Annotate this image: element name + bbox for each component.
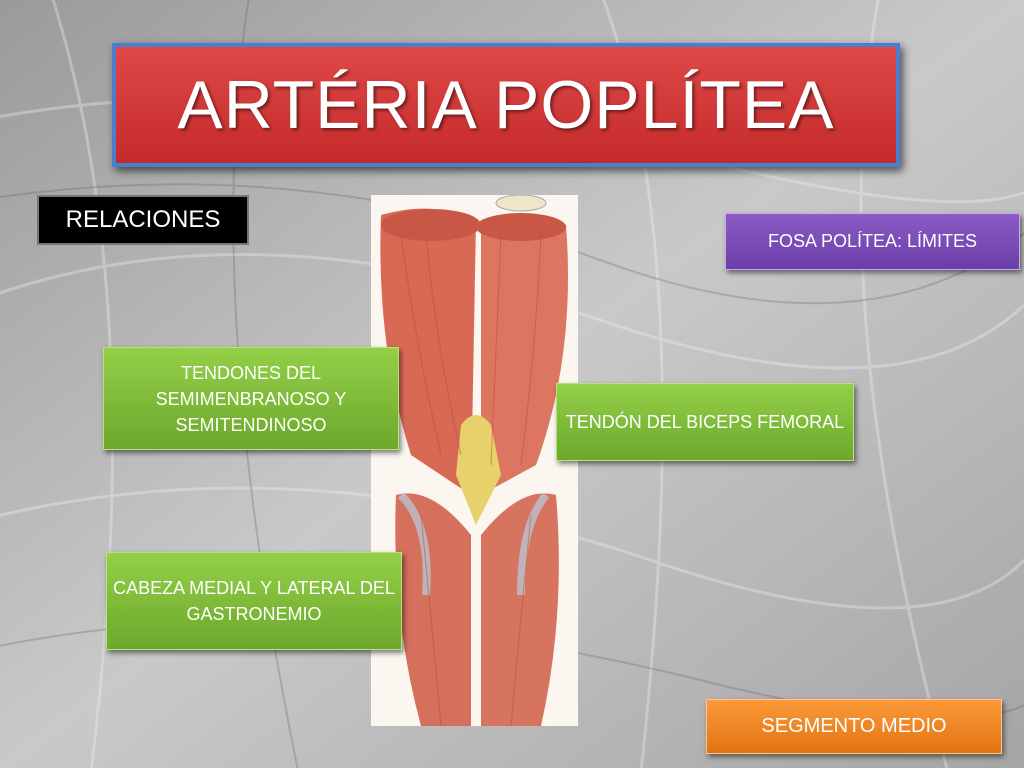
slide-title-box: ARTÉRIA POPLÍTEA — [112, 43, 900, 167]
segmento-medio-button[interactable]: SEGMENTO MEDIO — [706, 699, 1002, 754]
fosa-limites-button[interactable]: FOSA POLÍTEA: LÍMITES — [725, 213, 1020, 270]
relaciones-button[interactable]: RELACIONES — [37, 195, 249, 245]
tendon-biceps-button[interactable]: TENDÓN DEL BICEPS FEMORAL — [556, 383, 854, 461]
cabeza-gastronemio-button[interactable]: CABEZA MEDIAL Y LATERAL DEL GASTRONEMIO — [106, 552, 402, 650]
slide-title: ARTÉRIA POPLÍTEA — [177, 67, 835, 143]
tendones-semimembranoso-button[interactable]: TENDONES DEL SEMIMENBRANOSO Y SEMITENDIN… — [103, 347, 399, 450]
popliteal-anatomy-illustration — [371, 195, 578, 726]
